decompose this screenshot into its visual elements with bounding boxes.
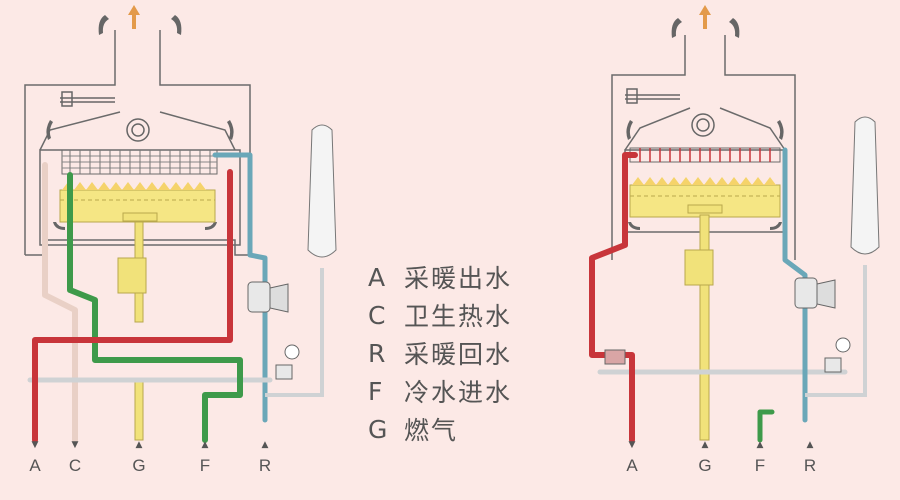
right-port-label: F bbox=[754, 456, 766, 475]
up-arrow-icon: ▲ bbox=[806, 440, 814, 450]
legend-item: C 卫生热水 bbox=[368, 296, 548, 334]
legend: A 采暖出水 C 卫生热水 R 采暖回水 F 冷水进水 G 燃气 bbox=[368, 258, 548, 448]
left-exhaust-arrows bbox=[46, 5, 234, 230]
left-cold-pipe bbox=[67, 172, 243, 443]
up-arrow-icon: ▲ bbox=[701, 440, 709, 450]
down-arrow-icon: ▼ bbox=[31, 440, 39, 450]
up-arrow-icon: ▲ bbox=[756, 440, 764, 450]
left-port-label: G bbox=[132, 456, 146, 475]
right-expansion-tank bbox=[805, 116, 880, 397]
right-exhaust-arrows bbox=[626, 5, 784, 230]
down-arrow-icon: ▼ bbox=[628, 440, 636, 450]
left-port-label: F bbox=[199, 456, 211, 475]
right-port-label: R bbox=[803, 456, 817, 475]
right-pump bbox=[604, 277, 851, 373]
right-cold-pipe bbox=[757, 409, 775, 443]
up-arrow-icon: ▲ bbox=[135, 440, 143, 450]
right-heating-supply-pipe bbox=[589, 152, 638, 443]
right-pipes bbox=[589, 147, 848, 443]
right-heating-return-pipe bbox=[782, 147, 808, 423]
right-burner bbox=[629, 177, 781, 218]
legend-code: G bbox=[368, 414, 388, 444]
right-fan bbox=[625, 88, 715, 137]
left-port-label: R bbox=[258, 456, 272, 475]
legend-item: A 采暖出水 bbox=[368, 258, 548, 296]
legend-desc: 卫生热水 bbox=[404, 302, 513, 331]
legend-desc: 冷水进水 bbox=[404, 378, 513, 407]
up-arrow-icon: ▲ bbox=[261, 440, 269, 450]
legend-code: C bbox=[368, 300, 386, 330]
legend-item: G 燃气 bbox=[368, 410, 548, 448]
legend-code: R bbox=[368, 338, 386, 368]
legend-item: F 冷水进水 bbox=[368, 372, 548, 410]
left-fan bbox=[60, 91, 150, 142]
left-expansion-tank bbox=[265, 124, 337, 397]
left-port-label: A bbox=[29, 456, 41, 475]
legend-desc: 燃气 bbox=[404, 416, 459, 445]
left-burner bbox=[59, 182, 216, 223]
left-pump bbox=[247, 281, 300, 380]
legend-desc: 采暖回水 bbox=[404, 340, 513, 369]
right-port-label: G bbox=[698, 456, 712, 475]
right-port-label: A bbox=[626, 456, 638, 475]
legend-desc: 采暖出水 bbox=[404, 264, 513, 293]
left-heat-exchanger bbox=[61, 149, 218, 175]
legend-item: R 采暖回水 bbox=[368, 334, 548, 372]
legend-code: F bbox=[368, 376, 383, 406]
left-gas-pipe bbox=[117, 221, 147, 441]
right-gas-pipe bbox=[684, 214, 714, 441]
down-arrow-icon: ▼ bbox=[71, 440, 79, 450]
left-heating-supply-pipe bbox=[32, 169, 233, 443]
left-domestic-hot-pipe bbox=[42, 162, 78, 443]
left-port-label: C bbox=[68, 456, 82, 475]
legend-code: A bbox=[368, 262, 386, 292]
up-arrow-icon: ▲ bbox=[201, 440, 209, 450]
